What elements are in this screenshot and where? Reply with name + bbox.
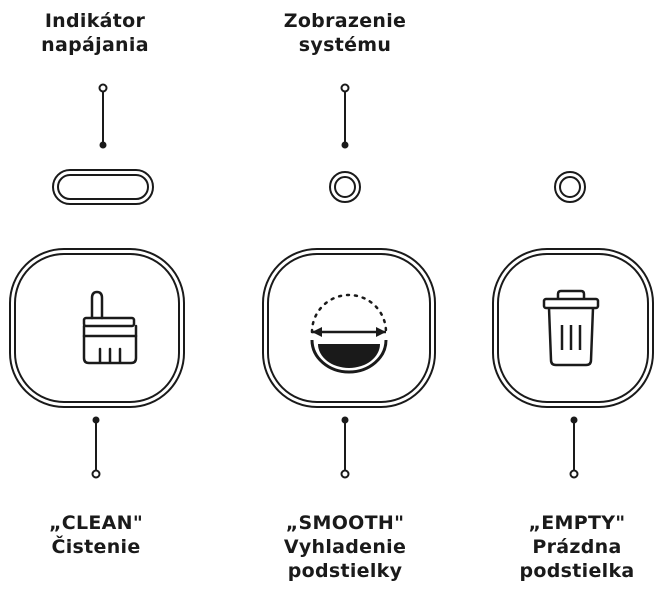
smooth-button[interactable]: [262, 248, 436, 408]
smooth-label: „SMOOTH" Vyhladenie podstielky: [265, 511, 425, 583]
smooth-label-line1: „SMOOTH": [285, 512, 405, 534]
empty-label: „EMPTY" Prázdna podstielka: [502, 511, 652, 583]
empty-leader: [569, 416, 579, 479]
system-display-light: [329, 171, 361, 203]
system-display-label: Zobrazenie systému: [260, 9, 430, 57]
power-indicator-leader: [98, 83, 108, 149]
level-bowl-icon: [310, 293, 388, 374]
power-indicator-light: [52, 169, 154, 205]
system-display-label-line1: Zobrazenie: [283, 10, 407, 32]
empty-label-line1: „EMPTY": [528, 512, 626, 534]
empty-label-line3: podstielka: [519, 560, 635, 582]
clean-label-line2: Čistenie: [51, 536, 141, 558]
empty-label-line2: Prázdna: [532, 536, 622, 558]
power-indicator-label: Indikátor napájania: [20, 9, 170, 57]
clean-button[interactable]: [9, 248, 185, 408]
smooth-label-line2: Vyhladenie: [283, 536, 407, 558]
trash-icon: [542, 289, 600, 367]
brush-icon: [82, 290, 138, 365]
clean-label-line1: „CLEAN": [48, 512, 144, 534]
system-display-leader: [340, 83, 350, 149]
empty-indicator-light: [554, 171, 586, 203]
power-indicator-label-line2: napájania: [41, 34, 149, 56]
empty-button[interactable]: [492, 248, 654, 408]
clean-leader: [91, 416, 101, 479]
smooth-leader: [340, 416, 350, 479]
system-display-label-line2: systému: [298, 34, 392, 56]
power-indicator-label-line1: Indikátor: [44, 10, 146, 32]
smooth-label-line3: podstielky: [287, 560, 403, 582]
clean-label: „CLEAN" Čistenie: [21, 511, 171, 559]
